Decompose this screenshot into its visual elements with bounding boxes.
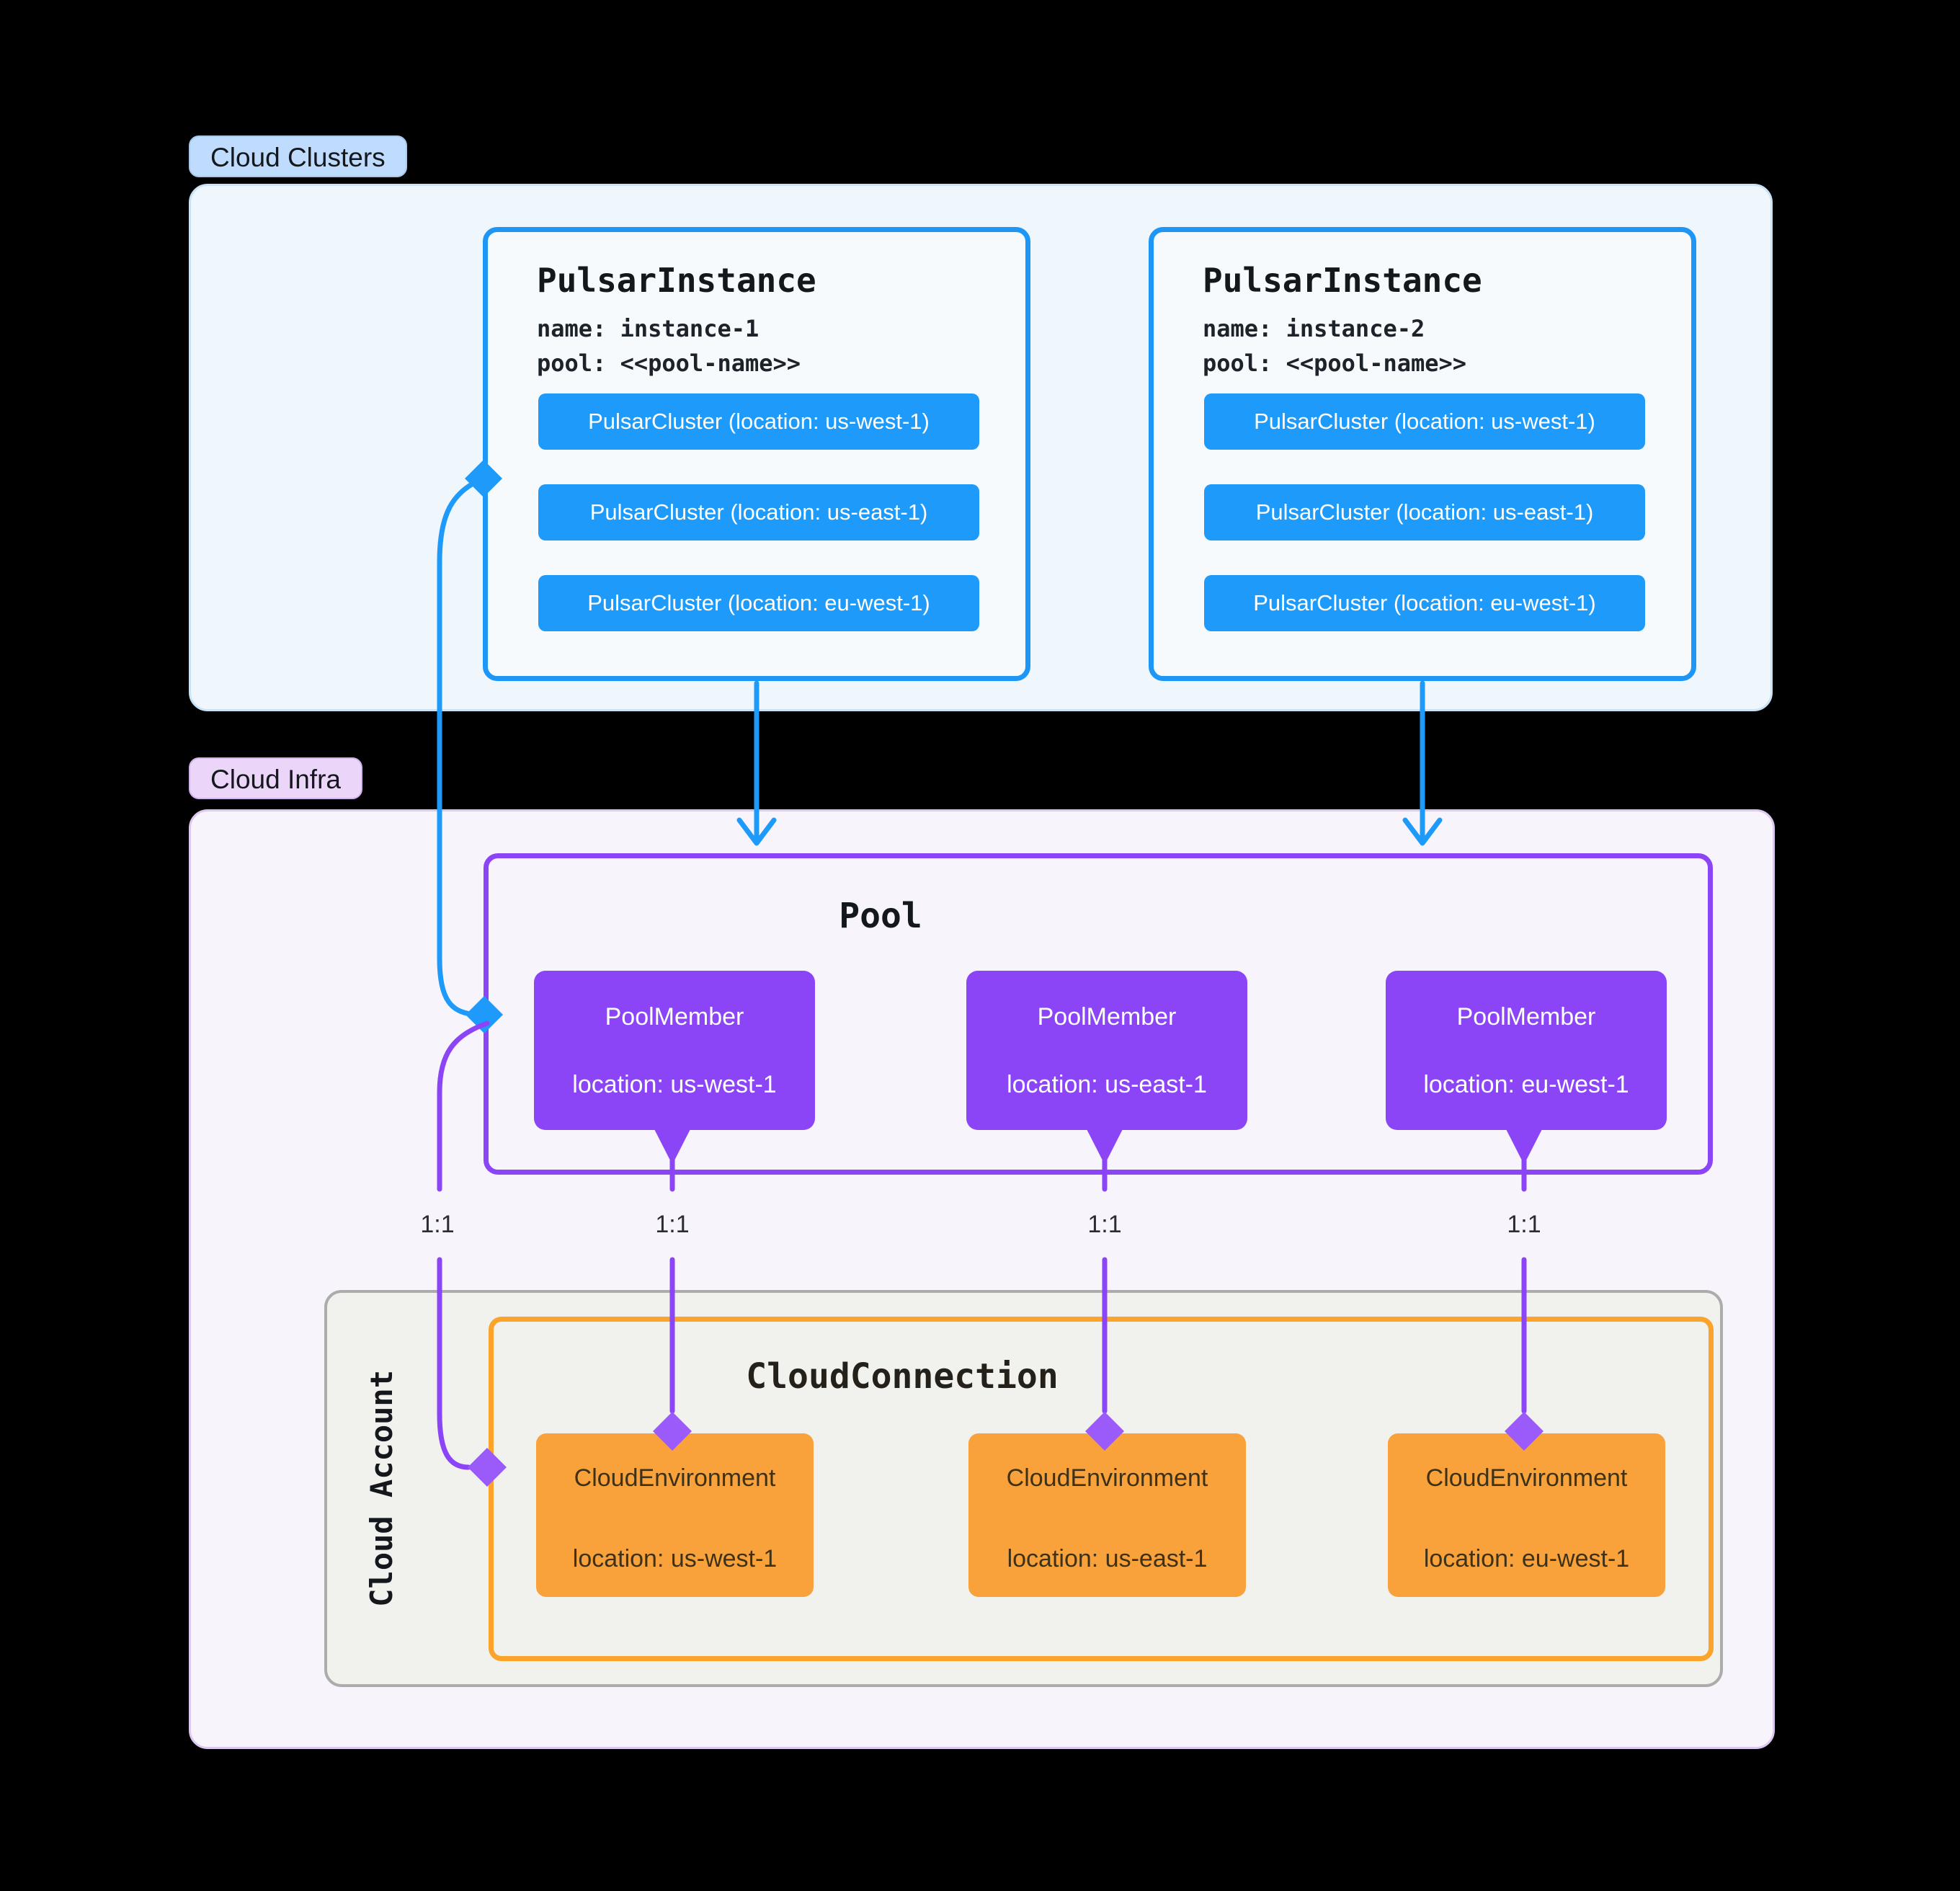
pulsar-cluster-chip: PulsarCluster (location: eu-west-1) <box>538 575 979 631</box>
ratio-label-member-env-2: 1:1 <box>1087 1211 1122 1238</box>
pool-member-location: location: us-east-1 <box>1007 1071 1207 1098</box>
pool-member-eu-west-1: PoolMember location: eu-west-1 <box>1386 971 1667 1130</box>
cloud-environment-title: CloudEnvironment <box>1006 1464 1208 1492</box>
ratio-label-pool-connection: 1:1 <box>420 1211 455 1238</box>
pulsar-cluster-chip: PulsarCluster (location: us-west-1) <box>1204 393 1645 450</box>
ratio-label-member-env-1: 1:1 <box>655 1211 690 1238</box>
cloud-clusters-panel: PulsarInstance name: instance-1 pool: <<… <box>189 184 1773 711</box>
pool-member-us-west-1: PoolMember location: us-west-1 <box>534 971 815 1130</box>
cloud-environment-eu-west-1: CloudEnvironment location: eu-west-1 <box>1388 1433 1665 1597</box>
cloud-account-label-area: Cloud Account <box>342 1293 421 1684</box>
pool-member-title: PoolMember <box>1037 1003 1177 1031</box>
instance-name-line: name: instance-1 <box>537 315 760 342</box>
cloud-infra-panel: Pool PoolMember location: us-west-1 Pool… <box>189 809 1775 1749</box>
cloud-account-panel: Cloud Account CloudConnection CloudEnvir… <box>324 1290 1723 1687</box>
pulsar-cluster-chip: PulsarCluster (location: us-east-1) <box>1204 484 1645 540</box>
cloud-environment-location: location: us-east-1 <box>1007 1545 1208 1572</box>
cloud-connection-box: CloudConnection CloudEnvironment locatio… <box>489 1317 1714 1661</box>
instance-title: PulsarInstance <box>1203 261 1482 300</box>
pulsar-cluster-chip: PulsarCluster (location: us-east-1) <box>538 484 979 540</box>
cloud-account-label: Cloud Account <box>363 1370 399 1607</box>
cloud-environment-location: location: eu-west-1 <box>1423 1545 1630 1572</box>
pulsar-instance-2: PulsarInstance name: instance-2 pool: <<… <box>1149 227 1696 681</box>
instance-name-line: name: instance-2 <box>1203 315 1425 342</box>
pulsar-instance-1: PulsarInstance name: instance-1 pool: <<… <box>483 227 1030 681</box>
pool-title: Pool <box>839 896 922 936</box>
instance-title: PulsarInstance <box>537 261 816 300</box>
instance-pool-line: pool: <<pool-name>> <box>537 350 801 377</box>
pulsar-cluster-chip: PulsarCluster (location: us-west-1) <box>538 393 979 450</box>
cloud-environment-title: CloudEnvironment <box>1425 1464 1628 1492</box>
instance-pool-line: pool: <<pool-name>> <box>1203 350 1467 377</box>
cloud-environment-location: location: us-west-1 <box>572 1545 778 1572</box>
cloud-clusters-label: Cloud Clusters <box>189 135 407 177</box>
ratio-label-member-env-3: 1:1 <box>1507 1211 1541 1238</box>
pool-box: Pool PoolMember location: us-west-1 Pool… <box>484 853 1713 1175</box>
pool-member-title: PoolMember <box>605 1003 744 1031</box>
pulsar-cluster-chip: PulsarCluster (location: eu-west-1) <box>1204 575 1645 631</box>
pool-member-title: PoolMember <box>1456 1003 1596 1031</box>
cloud-environment-title: CloudEnvironment <box>574 1464 776 1492</box>
cloud-environment-us-east-1: CloudEnvironment location: us-east-1 <box>968 1433 1246 1597</box>
pool-member-location: location: eu-west-1 <box>1423 1071 1629 1098</box>
cloud-connection-title: CloudConnection <box>746 1356 1059 1397</box>
pool-member-us-east-1: PoolMember location: us-east-1 <box>966 971 1247 1130</box>
pool-member-location: location: us-west-1 <box>572 1071 777 1098</box>
cloud-infra-label: Cloud Infra <box>189 757 362 799</box>
cloud-environment-us-west-1: CloudEnvironment location: us-west-1 <box>536 1433 814 1597</box>
